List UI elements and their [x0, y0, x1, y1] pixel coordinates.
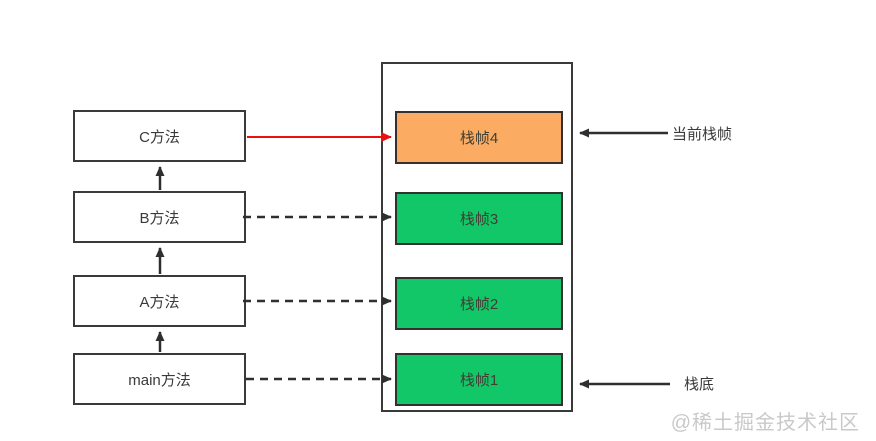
- method-box-main: main方法: [73, 353, 246, 405]
- stack-frame-3: 栈帧3: [395, 192, 563, 245]
- watermark-text: @稀土掘金技术社区: [670, 412, 860, 434]
- method-box-c: C方法: [73, 110, 246, 162]
- stack-frame-1: 栈帧1: [395, 353, 563, 406]
- stack-frame-4: 栈帧4: [395, 111, 563, 164]
- stack-container: 栈帧4 栈帧3 栈帧2 栈帧1: [381, 62, 573, 412]
- stack-bottom-label: 栈底: [684, 376, 715, 393]
- stack-frame-3-label: 栈帧3: [459, 211, 499, 228]
- method-box-a: A方法: [73, 275, 246, 327]
- stack-frame-4-label: 栈帧4: [459, 130, 499, 147]
- method-box-a-label: A方法: [139, 293, 180, 311]
- current-frame-label: 当前栈帧: [672, 126, 733, 143]
- method-box-b: B方法: [73, 191, 246, 243]
- stack-frame-2-label: 栈帧2: [459, 296, 499, 313]
- method-box-main-label: main方法: [128, 371, 191, 389]
- stack-frame-2: 栈帧2: [395, 277, 563, 330]
- method-box-c-label: C方法: [139, 128, 180, 146]
- method-box-b-label: B方法: [139, 209, 180, 227]
- stack-frame-1-label: 栈帧1: [459, 372, 499, 389]
